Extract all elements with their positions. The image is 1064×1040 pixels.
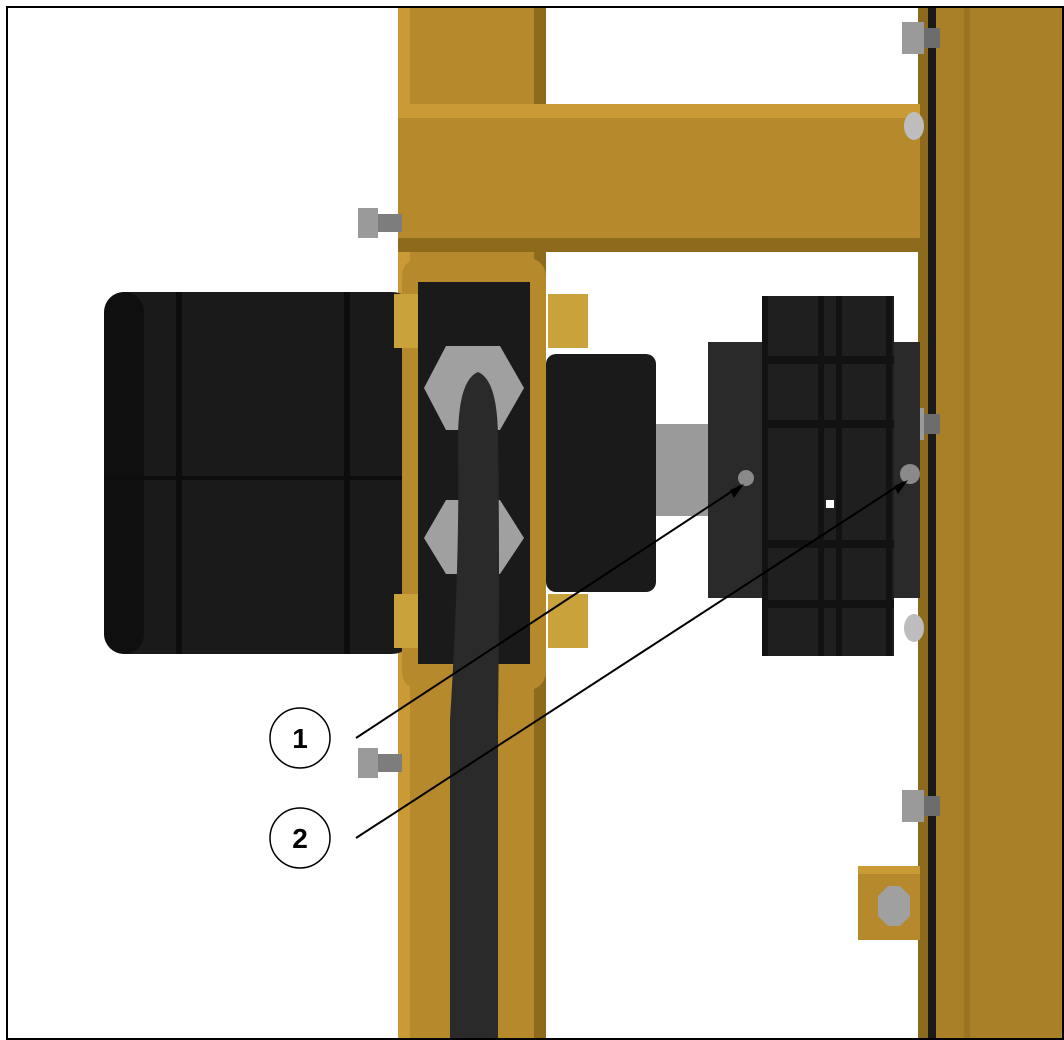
callout-1: 1	[269, 707, 331, 769]
leader-line-1	[355, 485, 741, 739]
drive-shaft	[656, 424, 716, 516]
callout-2: 2	[269, 807, 331, 869]
mounting-bracket	[858, 866, 920, 940]
bolt-right-bottom	[902, 790, 940, 822]
bolt-right-lower	[904, 614, 924, 642]
leader-lines	[355, 480, 908, 839]
image-border	[6, 6, 1064, 1040]
set-screw-on-hub	[738, 470, 754, 486]
double-sprocket	[762, 296, 920, 656]
horizontal-crossbar	[398, 104, 920, 252]
arrowhead-1	[730, 484, 744, 498]
right-frame-column	[918, 6, 1064, 1040]
bolt-right-top	[902, 22, 940, 54]
leader-line-2	[355, 481, 905, 839]
callout-label-1: 1	[292, 723, 308, 754]
mount-nuts	[394, 294, 588, 648]
gearbox	[546, 354, 656, 592]
bolt-bottom-left	[358, 748, 402, 778]
motor-housing	[104, 292, 414, 654]
arrowhead-2	[894, 480, 908, 494]
power-cable	[450, 372, 499, 1040]
bolt-right-upper	[904, 112, 924, 140]
bolt-top-left	[358, 208, 402, 238]
callout-label-2: 2	[292, 823, 308, 854]
set-screw-on-sprocket	[900, 464, 920, 484]
